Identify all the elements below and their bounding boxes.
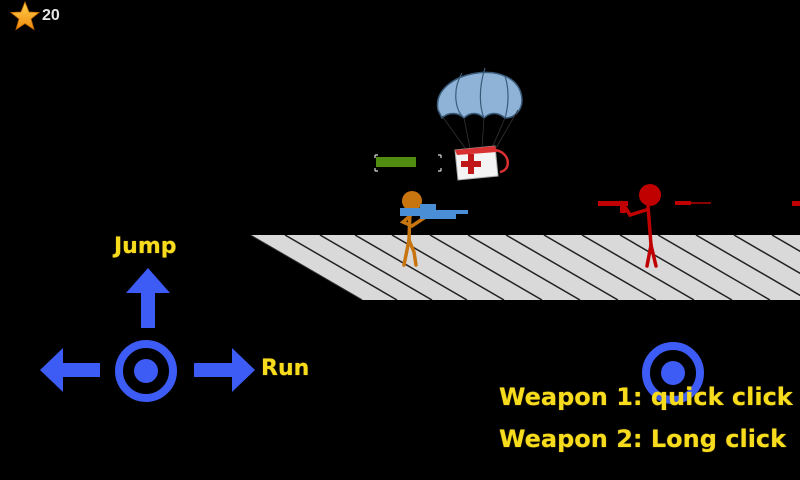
move-joystick-target-icon[interactable] xyxy=(115,340,177,402)
star-icon xyxy=(10,1,40,31)
jump-label: Jump xyxy=(114,234,177,259)
platform xyxy=(250,235,800,300)
arrow-right-icon[interactable] xyxy=(194,348,255,392)
player-health-bar xyxy=(374,154,442,172)
bullet-icon xyxy=(792,201,800,206)
pistol-icon xyxy=(598,201,628,213)
bullet-icon xyxy=(675,201,711,205)
fire-button-target-icon[interactable] xyxy=(642,342,704,404)
arrow-left-icon[interactable] xyxy=(40,348,100,392)
score-value: 20 xyxy=(42,7,60,24)
run-label: Run xyxy=(261,356,310,381)
parachute-icon xyxy=(436,67,523,149)
supply-drop xyxy=(436,67,523,181)
player-stickman xyxy=(399,191,468,267)
arrow-up-icon[interactable] xyxy=(126,268,170,328)
weapon2-instruction: Weapon 2: Long click xyxy=(499,425,787,453)
weapon1-instruction: Weapon 1: quick click xyxy=(499,383,793,411)
enemy-stickman xyxy=(598,184,800,268)
movement-controls[interactable] xyxy=(40,268,255,402)
rifle-icon xyxy=(400,204,468,219)
medkit-icon xyxy=(454,145,509,181)
score-display: 20 xyxy=(10,0,60,32)
